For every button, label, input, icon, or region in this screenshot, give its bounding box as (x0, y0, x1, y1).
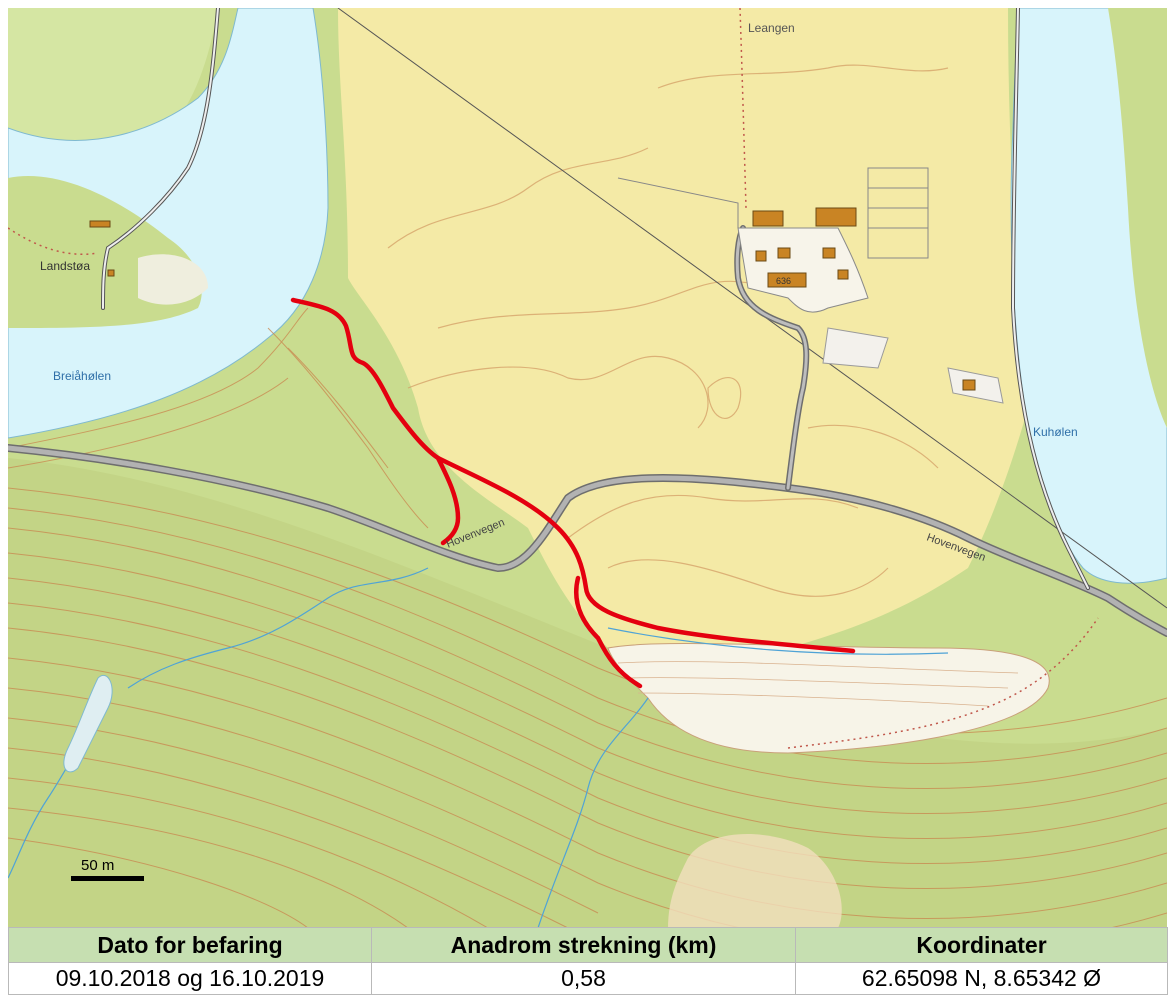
topographic-map[interactable]: Leangen Landstøa Breiåhølen Kuhølen Hove… (8, 8, 1167, 928)
header-date: Dato for befaring (8, 927, 372, 963)
label-kuholen: Kuhølen (1033, 425, 1078, 439)
map-view[interactable]: Leangen Landstøa Breiåhølen Kuhølen Hove… (8, 8, 1167, 928)
info-table: Dato for befaring Anadrom strekning (km)… (8, 927, 1168, 995)
label-leangen: Leangen (748, 21, 795, 35)
farm-lot (822, 327, 889, 369)
paths (8, 8, 1099, 749)
open-field (338, 8, 1028, 648)
scale-bar: 50 m (71, 857, 144, 881)
cell-date: 09.10.2018 og 16.10.2019 (8, 962, 372, 995)
table-header-row: Dato for befaring Anadrom strekning (km)… (8, 927, 1168, 963)
river-water-west (8, 8, 329, 439)
scale-bar-line (71, 876, 144, 881)
anadromous-route (290, 297, 856, 689)
field-contours (387, 64, 949, 597)
cell-anadromous-length: 0,58 (371, 962, 796, 995)
label-house-number: 636 (776, 276, 791, 286)
table-row: 09.10.2018 og 16.10.2019 0,58 62.65098 N… (8, 962, 1168, 995)
quarry-contours (617, 661, 1019, 707)
scale-bar-label: 50 m (81, 857, 114, 874)
label-breiaholen: Breiåhølen (53, 369, 111, 383)
wetland (63, 675, 113, 773)
buildings (89, 207, 976, 391)
header-anadromous-length: Anadrom strekning (km) (371, 927, 796, 963)
contour-lines (8, 307, 1167, 928)
roads (8, 8, 1167, 637)
east-bank (1108, 8, 1167, 428)
cell-coordinates: 62.65098 N, 8.65342 Ø (795, 962, 1168, 995)
field-plots (617, 167, 929, 259)
label-landstoa: Landstøa (40, 259, 90, 273)
sandbank (138, 254, 208, 305)
header-coordinates: Koordinater (795, 927, 1168, 963)
sand-area (668, 834, 842, 928)
